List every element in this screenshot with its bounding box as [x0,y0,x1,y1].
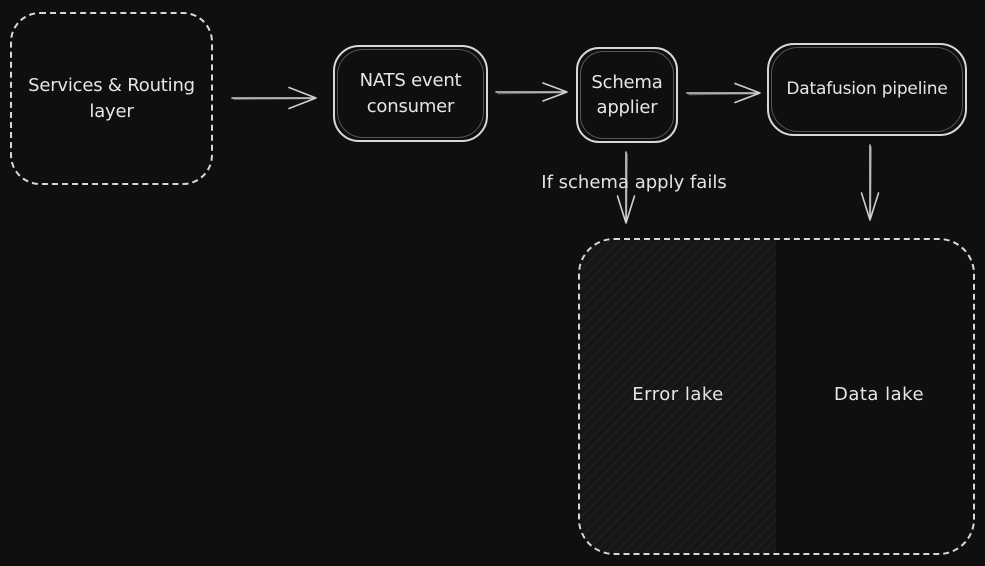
arrow-schema-to-error-lake [616,151,636,224]
node-label: Datafusion pipeline [786,78,948,99]
data-lake-label: Data lake [833,384,925,405]
arrow-schema-to-datafusion [686,82,761,104]
node-schema-applier: Schema applier [576,47,678,143]
arrow-services-to-nats [231,86,317,110]
error-lake-region [580,240,776,553]
node-label: Services & Routing layer [28,75,195,122]
node-services-routing-layer: Services & Routing layer [10,12,213,185]
arrow-nats-to-schema [495,82,568,102]
node-nats-event-consumer: NATS event consumer [333,45,488,142]
node-datafusion-pipeline: Datafusion pipeline [767,43,967,136]
node-label: NATS event consumer [359,70,462,117]
error-lake-label: Error lake [632,384,724,405]
node-label: Schema applier [591,71,663,118]
lakes-container: Error lake Data lake [578,238,975,555]
arrow-datafusion-to-data-lake [860,144,880,221]
